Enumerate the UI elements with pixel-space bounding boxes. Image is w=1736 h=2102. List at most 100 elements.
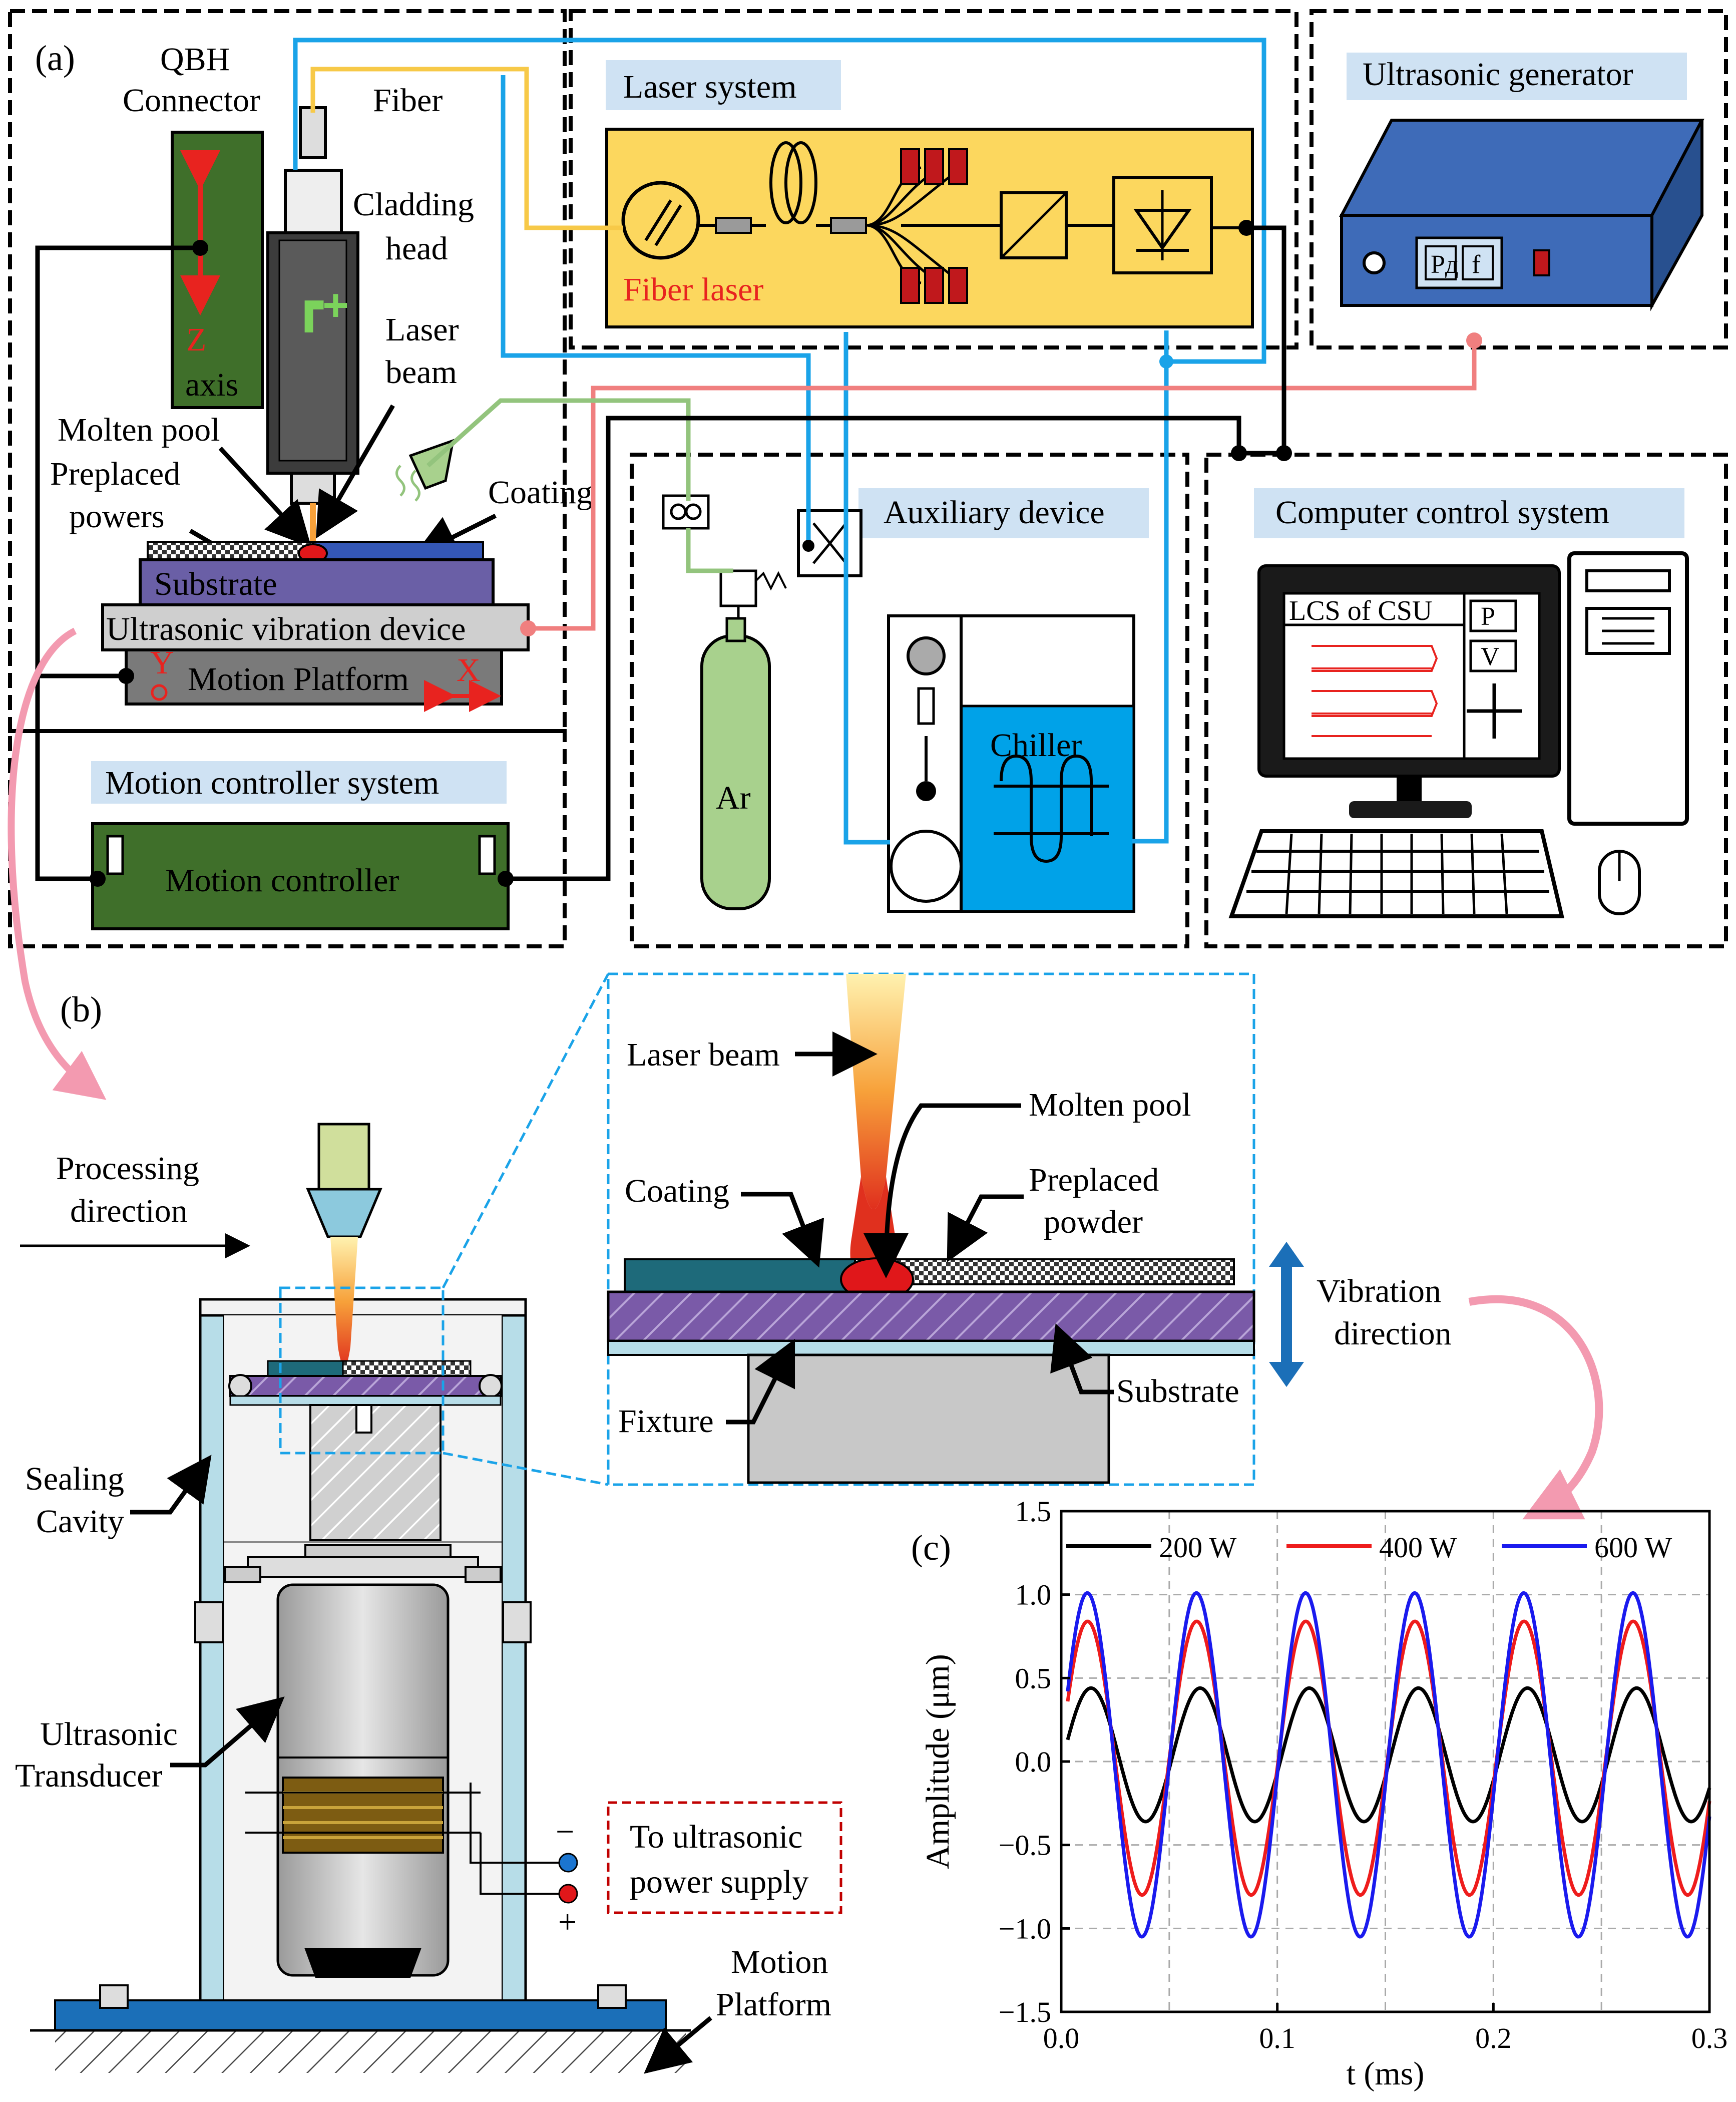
screen-v: V [1481,642,1500,671]
fixture-zoom: Fixture [618,1403,714,1440]
motion-platform-label: Motion Platform [188,661,409,697]
power-supply-box [607,1801,842,1914]
screen-title: LCS of CSU [1289,595,1432,626]
ultrasonic-transducer [245,1583,578,1978]
auxiliary-device-label: Auxiliary device [884,494,1105,531]
chiller [887,614,1135,913]
motion-controller-box [91,822,510,930]
ultrasonic-generator-header [1347,53,1687,100]
vibration-direction-1: Vibration [1317,1273,1441,1309]
panel-a-frames [8,9,1728,948]
substrate-label: Substrate [154,566,277,602]
motion-controller-label: Motion controller [165,862,399,899]
zoom-source-box [279,1286,445,1455]
svg-text:┏+: ┏+ [295,280,349,332]
processing-direction-1: Processing [56,1150,199,1187]
power-supply-2: power supply [630,1864,808,1900]
x-tick-label: 0.0 [1043,2022,1080,2054]
connections [35,38,1482,887]
qbh-label-2: Connector [123,82,260,119]
y-tick-label: 0.0 [1015,1745,1052,1778]
y-tick-label: −1.5 [999,1996,1051,2028]
argon-cylinder [700,617,771,910]
series-line-2 [1066,1591,1711,1939]
computer-control-label: Computer control system [1275,494,1609,531]
qbh-label-1: QBH [160,41,230,78]
legend-label-2: 600 W [1594,1531,1672,1564]
fiber-laser-components [621,141,1246,304]
cladding-head-label-2: head [385,230,448,267]
ultrasonic-generator-device [1339,119,1704,311]
panel-a-label: (a) [35,38,75,78]
preplaced-powder-zoom-1: Preplaced [1029,1162,1159,1198]
motion-platform-b [30,1984,691,2073]
chiller-label: Chiller [990,727,1082,764]
cladding-head: ┏+ [266,106,359,546]
z-label: Z [186,321,206,358]
x-axis-label: t (ms) [1347,2055,1425,2092]
motion-platform-b-2: Platform [716,1986,831,2023]
coating-zoom: Coating [625,1173,729,1209]
fiber-label: Fiber [373,82,443,119]
auxiliary-device-header [858,488,1149,538]
x-tick-label: 0.1 [1259,2022,1295,2054]
minus-label: − [556,1814,574,1850]
axis-label: axis [185,367,238,403]
pink-arrow-a-to-b [8,627,107,1100]
pink-arrow-b-to-c [1468,1295,1603,1520]
computer-control-header [1254,488,1684,538]
computer [1228,551,1689,918]
gas-valve [662,494,787,641]
laser-head-b [306,1123,382,1367]
z-axis-column: Z axis [171,131,264,409]
laser-beam-label-2: beam [385,354,457,391]
sealing-cavity-2: Cavity [36,1503,124,1540]
panel-c-label: (c) [911,1528,951,1568]
preplaced-label-2: powers [69,498,165,535]
y-axis-label: Amplitude (μm) [920,1654,956,1869]
processing-direction-2: direction [70,1193,188,1229]
gen-p-label: Pд [1431,250,1458,279]
laser-beam-zoom: Laser beam [627,1036,780,1073]
legend-label-0: 200 W [1159,1531,1236,1564]
gen-f-label: f [1472,250,1481,279]
cladding-head-label-1: Cladding [353,186,474,223]
y-axis-label: Y [150,644,174,681]
molten-pool-zoom: Molten pool [1029,1087,1191,1123]
motion-controller-system-header [91,761,507,804]
workpiece-b [194,1360,532,1643]
screen-p: P [1481,602,1495,631]
y-tick-label: −0.5 [999,1829,1051,1862]
power-supply-1: To ultrasonic [630,1819,802,1855]
ar-label: Ar [716,780,751,816]
vibration-arrow [1269,1242,1304,1387]
zoom-box [607,972,1255,1486]
preplaced-powder-zoom-2: powder [1044,1204,1143,1240]
laser-system-label: Laser system [623,69,796,105]
panel-b-label: (b) [60,989,102,1029]
ultrasonic-device-label: Ultrasonic vibration device [106,611,466,647]
plus-label: + [558,1904,577,1940]
substrate-zoom: Substrate [1116,1373,1239,1410]
preplaced-label-1: Preplaced [50,456,180,492]
y-tick-label: 1.5 [1015,1495,1052,1528]
laser-system-header [606,60,841,110]
motion-platform-b-1: Motion [731,1944,828,1980]
x-axis-label: X [457,652,481,688]
legend-label-1: 400 W [1379,1531,1457,1564]
transducer-2: Transducer [15,1758,163,1794]
motion-controller-system-label: Motion controller system [105,765,439,801]
y-tick-label: −1.0 [999,1912,1051,1945]
molten-pool-label: Molten pool [58,412,220,448]
sealing-cavity-1: Sealing [25,1461,124,1497]
ultrasonic-generator-label: Ultrasonic generator [1363,56,1633,93]
y-tick-label: 1.0 [1015,1579,1052,1611]
laser-beam-label-1: Laser [385,311,459,348]
x-tick-label: 0.3 [1691,2022,1728,2054]
x-tick-label: 0.2 [1475,2022,1512,2054]
transducer-1: Ultrasonic [40,1716,178,1753]
y-tick-label: 0.5 [1015,1662,1052,1694]
vibration-direction-2: direction [1334,1315,1452,1352]
